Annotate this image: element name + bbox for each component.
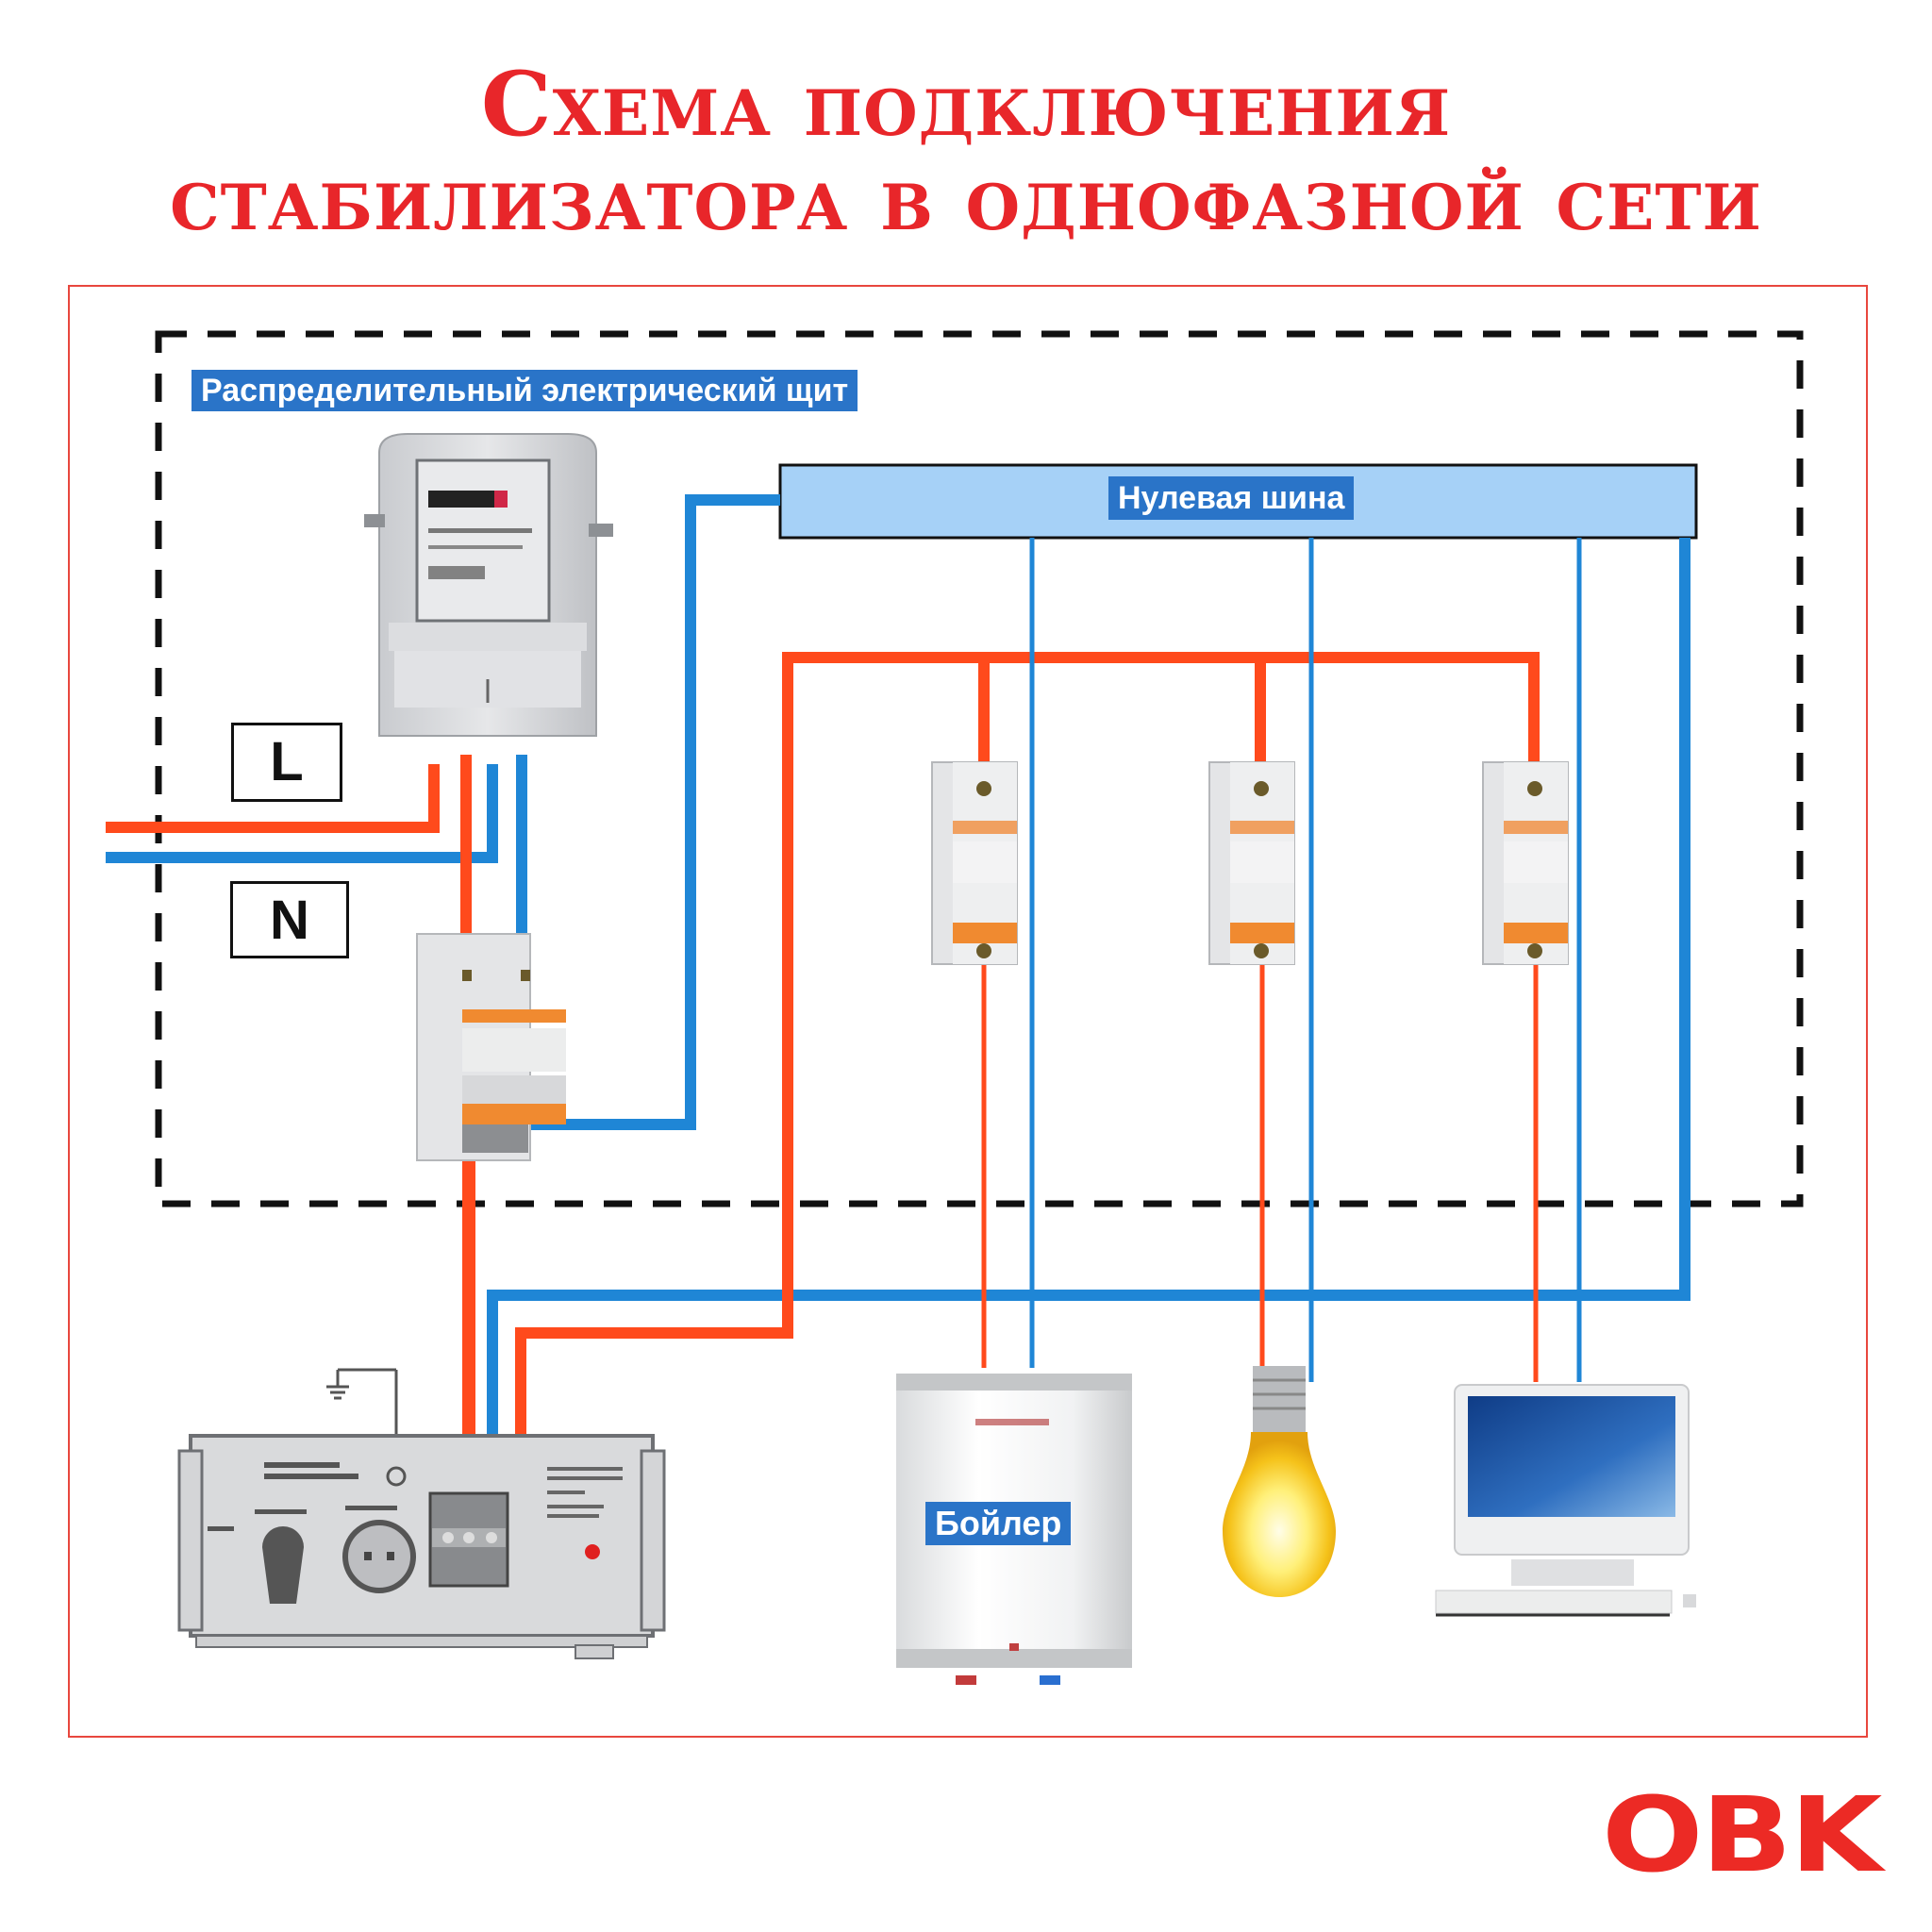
wire-incoming-phase bbox=[106, 764, 440, 833]
title-line-2: стабилизатора в однофазной сети bbox=[170, 147, 1762, 251]
phase-label-box: L bbox=[231, 723, 342, 802]
neutral-label-box: N bbox=[230, 881, 349, 958]
panel-label: Распределительный электрический щит bbox=[192, 370, 858, 411]
neutral-bus-label: Нулевая шина bbox=[1108, 476, 1355, 520]
voltage-stabilizer bbox=[177, 1368, 666, 1659]
double-pole-breaker bbox=[416, 933, 566, 1161]
panel-dashed-border bbox=[155, 330, 1804, 1208]
wire-stabilizer-output-phase bbox=[515, 652, 1540, 1594]
light-bulb bbox=[1223, 1366, 1336, 1597]
wire-breaker-to-bus bbox=[506, 494, 780, 1130]
desktop-computer bbox=[1435, 1384, 1696, 1617]
wire-incoming-neutral bbox=[106, 764, 498, 863]
diagram-frame bbox=[68, 285, 1868, 1738]
breaker-2 bbox=[1208, 761, 1295, 965]
title-line-1: Схема подключения bbox=[480, 53, 1452, 157]
indicator-lamp bbox=[585, 1544, 600, 1559]
electricity-meter bbox=[364, 433, 613, 737]
breaker-1 bbox=[931, 761, 1018, 965]
boiler-label: Бойлер bbox=[925, 1502, 1072, 1545]
breaker-3 bbox=[1482, 761, 1569, 965]
wires bbox=[106, 494, 1690, 1594]
brand-logo: OBK bbox=[1602, 1774, 1882, 1895]
